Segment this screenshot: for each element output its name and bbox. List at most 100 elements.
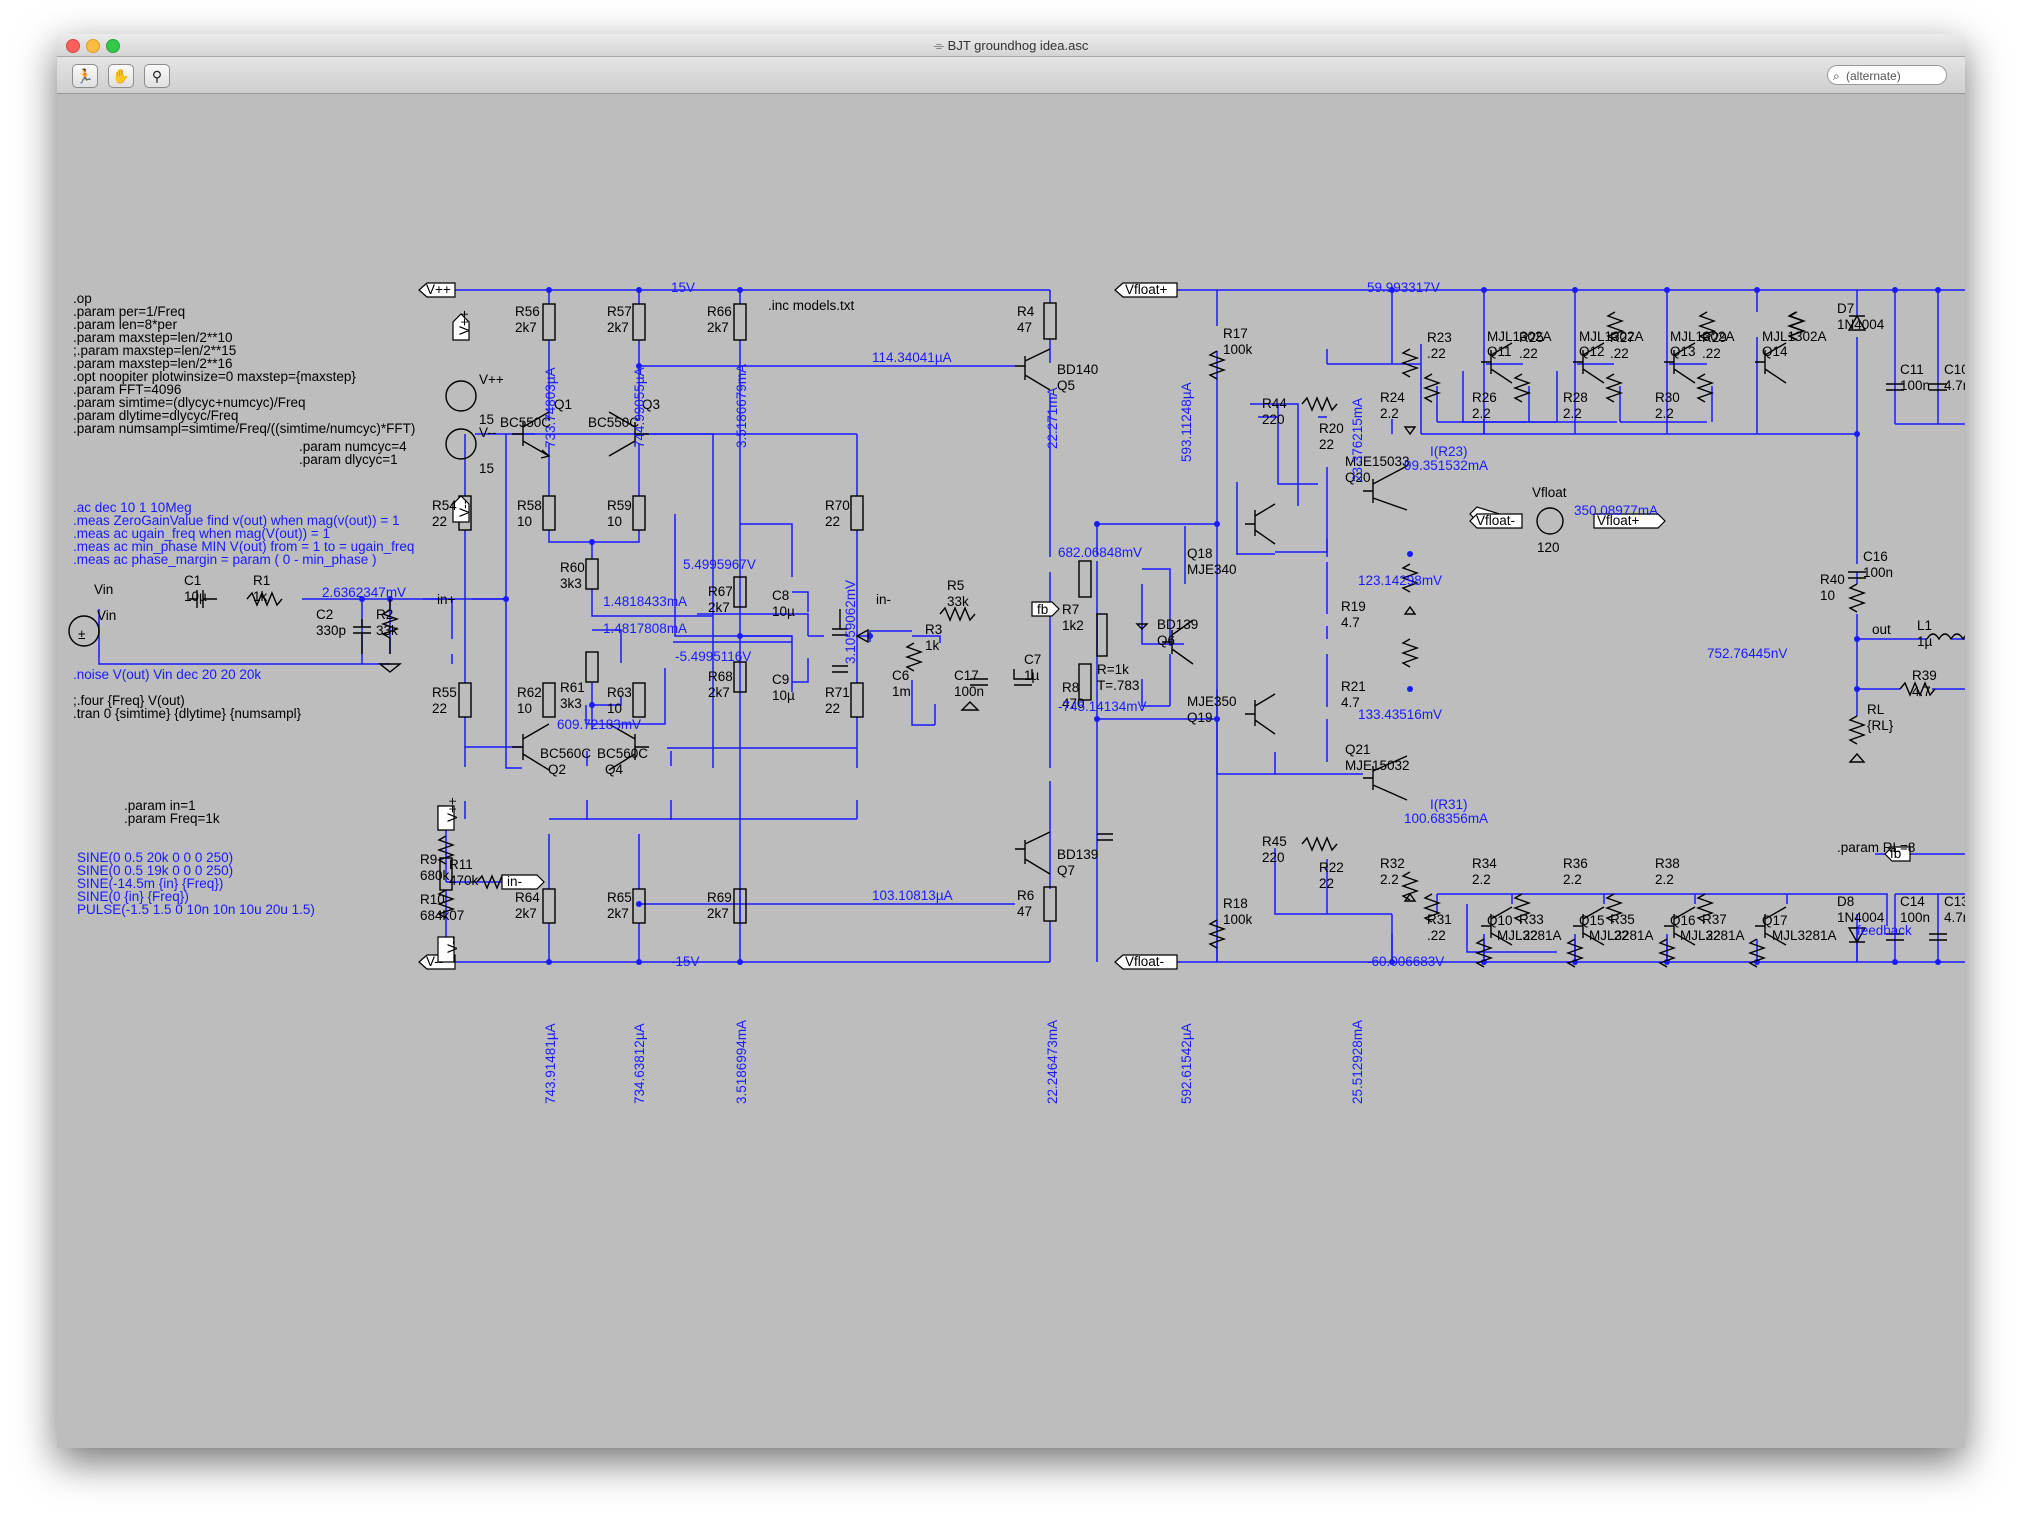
r60-name: R60 — [560, 560, 585, 575]
r62-value: 10 — [517, 701, 532, 716]
op-block-line: .opt noopiter plotwinsize=0 maxstep={max… — [73, 369, 356, 384]
q6-bottom: Q6 — [1157, 633, 1175, 648]
vin-source-label: Vin — [97, 608, 116, 623]
annotation-i593: 593.11248µA — [1179, 382, 1194, 462]
r10-value: 684k07 — [420, 908, 464, 923]
r63-name: R63 — [607, 685, 632, 700]
c13-name: C13 — [1944, 894, 1965, 909]
annotation-i22b: 22.246473mA — [1045, 1020, 1060, 1104]
r6-value: 47 — [1017, 904, 1032, 919]
vpp-source-value: 15 — [479, 412, 494, 427]
r68-value: 2k7 — [708, 685, 730, 700]
r30-name: R30 — [1655, 390, 1680, 405]
r22-value: 22 — [1319, 876, 1334, 891]
r55-value: 22 — [432, 701, 447, 716]
hand-icon[interactable]: ✋ — [108, 64, 134, 88]
capacitors — [189, 383, 1947, 941]
annotation-v15: 15V — [671, 280, 695, 295]
r3-value: 1k — [925, 638, 940, 653]
q21-top: Q21 — [1345, 742, 1371, 757]
minimize-window-button[interactable] — [86, 39, 100, 53]
schematic-canvas[interactable]: .op.param per=1/Freq.param len=8*per.par… — [57, 94, 1965, 1448]
q7-bottom: Q7 — [1057, 863, 1075, 878]
zoom-window-button[interactable] — [106, 39, 120, 53]
q4-name: Q4 — [605, 762, 624, 777]
q20-bottom: Q20 — [1345, 470, 1371, 485]
op-block-line: .param maxstep=len/2**16 — [73, 356, 232, 371]
out-label: out — [1872, 622, 1891, 637]
r37-name: R37 — [1702, 912, 1727, 927]
r59-name: R59 — [607, 498, 632, 513]
transistor-symbols — [512, 342, 1787, 946]
r8-value: 470 — [1062, 696, 1085, 711]
run-icon[interactable]: 🏃 — [72, 64, 98, 88]
d8-value: 1N4004 — [1837, 910, 1885, 925]
l1-value: 1µ — [1917, 634, 1933, 649]
op-block-line: .param dlytime=dlycyc/Freq — [73, 408, 238, 423]
annotation-v133: 133.43516mV — [1358, 707, 1442, 722]
q11-model: MJL1302A — [1487, 329, 1552, 344]
annotation-i744: 744.99055µA — [632, 367, 647, 448]
probe-icon[interactable]: ⚲ — [144, 64, 170, 88]
toolbar: 🏃 ✋ ⚲ ⌕(alternate) — [57, 57, 1965, 94]
close-window-button[interactable] — [66, 39, 80, 53]
q10-model: MJL3281A — [1497, 928, 1562, 943]
q7-top: BD139 — [1057, 847, 1098, 862]
param-in-block-line: .param in=1 — [124, 798, 196, 813]
annotation-ir31n: I(R31) — [1430, 797, 1468, 812]
r37-value: .22 — [1702, 928, 1721, 943]
annotation-v1481b: 1.4817808mA — [603, 621, 687, 636]
r21-value: 4.7 — [1341, 695, 1360, 710]
r45-name: R45 — [1262, 834, 1287, 849]
d8-name: D8 — [1837, 894, 1854, 909]
op-block-line: ;.param maxstep=len/2**15 — [73, 343, 236, 358]
q1-model: BC550C — [500, 415, 551, 430]
ac-block-line: .meas ac phase_margin = param ( 0 - min_… — [73, 552, 377, 567]
q14-model: MJL1302A — [1762, 329, 1827, 344]
annotation-v1481a: 1.4818433mA — [603, 594, 687, 609]
vpp-flag-label: V++ — [426, 282, 451, 297]
op-block-line: .param numsampl=simtime/Freq/((simtime/n… — [73, 421, 415, 436]
pot-value: T=.783 — [1097, 678, 1139, 693]
op-block-line: .param maxstep=len/2**10 — [73, 330, 232, 345]
annotation-i350: 350.08977mA — [1574, 503, 1658, 518]
sources-block-line: SINE(0 0.5 20k 0 0 0 250) — [77, 850, 233, 865]
r29-name: R29 — [1702, 330, 1727, 345]
in-minus-label: in- — [876, 592, 891, 607]
c8-value: 10µ — [772, 604, 795, 619]
d7-value: 1N4004 — [1837, 317, 1885, 332]
q4-model: BC560C — [597, 746, 648, 761]
rl-name: RL — [1867, 702, 1885, 717]
r28-name: R28 — [1563, 390, 1588, 405]
op-block-line: .op — [73, 291, 92, 306]
r66-name: R66 — [707, 304, 732, 319]
vfloat-plus-flag-label: Vfloat+ — [1125, 282, 1168, 297]
annotation-i743: 743.91481µA — [543, 1023, 558, 1104]
r18-name: R18 — [1223, 896, 1248, 911]
vpp-small-flag: V++ — [457, 310, 472, 335]
in-plus-label: in+ — [437, 592, 456, 607]
r29-value: .22 — [1702, 346, 1721, 361]
r70-value: 22 — [825, 514, 840, 529]
r36-name: R36 — [1563, 856, 1588, 871]
annotation-i114: 114.34041µA — [872, 350, 952, 365]
r62-name: R62 — [517, 685, 542, 700]
r65-value: 2k7 — [607, 906, 629, 921]
r38-name: R38 — [1655, 856, 1680, 871]
annotation-vm15: -15V — [671, 954, 700, 969]
r25-name: R25 — [1519, 330, 1544, 345]
cyc-block-line: .param numcyc=4 — [299, 439, 407, 454]
r25-value: .22 — [1519, 346, 1538, 361]
r69-value: 2k7 — [707, 906, 729, 921]
r60-value: 3k3 — [560, 576, 582, 591]
vfloat-minus-flag-label: Vfloat- — [1125, 954, 1164, 969]
c7-name: C7 — [1024, 652, 1041, 667]
r57-value: 2k7 — [607, 320, 629, 335]
search-field[interactable]: ⌕(alternate) — [1827, 65, 1947, 85]
r4-value: 47 — [1017, 320, 1032, 335]
vpp-bias-flag: V++ — [445, 797, 460, 822]
annotation-v59: 59.993317V — [1367, 280, 1440, 295]
r44-name: R44 — [1262, 396, 1287, 411]
window-title-text: BJT groundhog idea.asc — [947, 38, 1089, 53]
q6-top: BD139 — [1157, 617, 1198, 632]
